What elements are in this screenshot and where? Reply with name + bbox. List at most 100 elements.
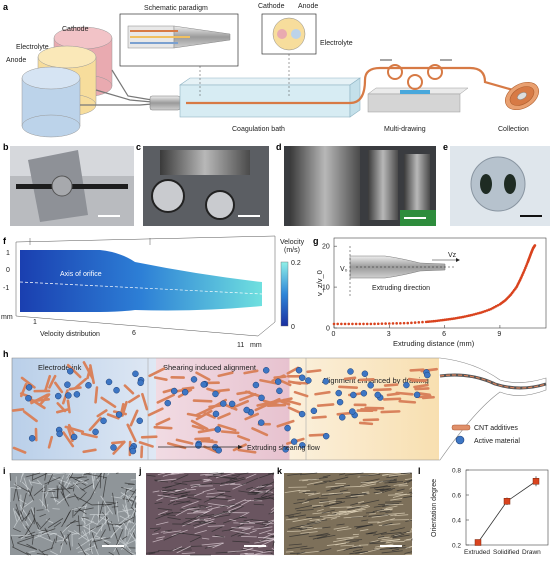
y-axis-label: v_z/v_0: [315, 270, 324, 296]
cnt-rod: [416, 388, 429, 389]
data-point: [355, 323, 358, 326]
scale-bar: [98, 215, 120, 217]
l-ytick-label: 0.2: [452, 543, 461, 550]
active-particle: [323, 378, 329, 384]
data-point: [392, 322, 395, 325]
l-ytick-label: 0.6: [452, 493, 461, 500]
collection-spool: [500, 77, 543, 116]
label-cathode: Cathode: [62, 26, 89, 33]
active-particle: [171, 388, 177, 394]
active-particle: [244, 407, 250, 413]
active-particle: [349, 409, 355, 415]
l-xtick-label: Solidified: [493, 549, 520, 556]
cnt-rod: [384, 399, 400, 400]
l-ylabel: Orientation degree: [431, 479, 438, 537]
cnt-rod: [400, 401, 415, 402]
legend-cnt: CNT additives: [474, 425, 518, 432]
active-particle: [213, 411, 219, 417]
feed-tube: [112, 70, 152, 100]
cnt-rod: [361, 409, 376, 410]
cnt-rod: [308, 370, 321, 371]
panel-label-i: i: [3, 466, 6, 476]
x-tick-label: 3: [387, 331, 391, 338]
panel-a: a Cathode Electrolyte Anode: [3, 2, 544, 137]
active-particle: [67, 368, 73, 374]
label-multi-drawing: Multi-drawing: [384, 126, 426, 133]
data-point: [351, 323, 354, 326]
active-particle: [182, 389, 188, 395]
active-particle: [110, 444, 116, 450]
active-particle: [74, 391, 80, 397]
data-point: [384, 322, 387, 325]
f-x-unit: mm: [250, 342, 262, 349]
panel-label-k: k: [277, 466, 283, 476]
active-particle: [29, 435, 35, 441]
active-particle: [253, 382, 259, 388]
active-particle: [299, 375, 305, 381]
data-point: [534, 244, 537, 247]
x-tick-label: 0: [332, 331, 336, 338]
spinneret-nozzle: [150, 96, 180, 110]
l-xtick-label: Extruded: [464, 549, 490, 556]
data-point: [381, 322, 384, 325]
data-point: [414, 321, 417, 324]
panel-label-b: b: [3, 142, 9, 152]
data-point: [370, 323, 373, 326]
inset-vz: Vz: [448, 252, 457, 259]
data-point: [344, 323, 347, 326]
panel-label-e: e: [443, 142, 448, 152]
cnt-rod: [194, 401, 211, 402]
velocity-colorbar: [281, 262, 288, 326]
cnt-rod: [339, 387, 356, 388]
sem-fibril: [303, 492, 317, 493]
active-particle: [215, 426, 221, 432]
active-particle: [64, 382, 70, 388]
panel-label-g: g: [313, 236, 319, 246]
panel-label-a: a: [3, 2, 9, 12]
cnt-rod: [423, 397, 433, 398]
sem-fibril: [320, 501, 329, 502]
y-tick-label: 0: [326, 326, 330, 333]
data-point: [340, 323, 343, 326]
active-particle: [229, 401, 235, 407]
sem-fibril: [286, 552, 294, 553]
active-particle: [220, 401, 226, 407]
sem-fibril: [344, 486, 361, 487]
active-particle: [57, 431, 63, 437]
f-xtick: 11: [237, 342, 244, 349]
cnt-rod: [196, 438, 209, 439]
sem-fibril: [11, 535, 31, 536]
data-point: [388, 322, 391, 325]
l-point: [504, 498, 510, 504]
f-ytick: 0: [6, 267, 10, 274]
cnt-rod: [268, 405, 285, 406]
panel-label-c: c: [136, 142, 141, 152]
legend-active: Active material: [474, 438, 520, 445]
cnt-rod: [210, 405, 221, 406]
f-y-unit: mm: [1, 314, 13, 321]
data-point: [410, 322, 413, 325]
active-particle: [212, 391, 218, 397]
legend-active-swatch: [456, 436, 464, 444]
l-point: [533, 478, 539, 484]
scale-bar: [238, 215, 260, 217]
data-point: [373, 323, 376, 326]
active-particle: [285, 425, 291, 431]
panel-d: d: [276, 142, 436, 226]
cnt-rod: [397, 393, 413, 394]
cnt-rod: [202, 441, 213, 442]
colorbar-title: Velocity: [280, 239, 305, 246]
sem-fibril: [248, 494, 257, 495]
scale-bar: [520, 215, 542, 217]
data-point: [395, 322, 398, 325]
data-point: [406, 322, 409, 325]
label-anode: Anode: [6, 57, 26, 64]
data-point: [366, 323, 369, 326]
scale-bar: [404, 217, 426, 219]
active-particle: [323, 433, 329, 439]
colorbar-min: 0: [291, 324, 295, 331]
legend-cnt-swatch: [452, 425, 470, 430]
inset-direction: Extruding direction: [372, 285, 430, 292]
active-particle: [93, 429, 99, 435]
